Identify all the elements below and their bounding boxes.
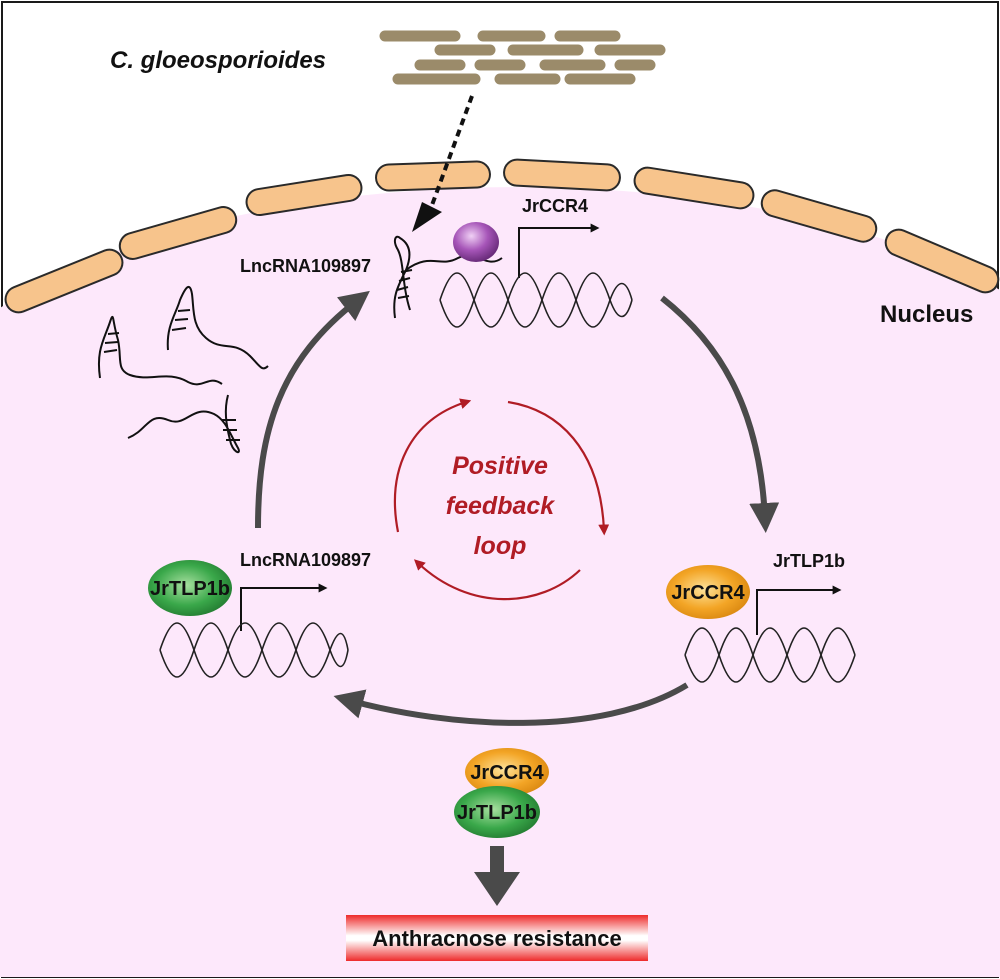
dna-helix-left [159, 622, 349, 678]
regulator-protein-purple [453, 222, 499, 262]
pathogen-label: C. gloeosporioides [110, 47, 326, 74]
jrccr4-protein-right-label: JrCCR4 [671, 582, 745, 604]
nucleus-body [0, 187, 1000, 977]
jrtlp1b-tss-arrow [756, 585, 842, 635]
jrccr4-gene-label: JrCCR4 [522, 196, 588, 216]
jrtlp1b-complex-label: JrTLP1b [457, 802, 537, 824]
outcome-label: Anthracnose resistance [372, 926, 621, 951]
dna-helix-top [439, 272, 633, 328]
positive-feedback-arrows [393, 398, 610, 601]
positive-feedback-label: Positive feedback loop [446, 452, 555, 560]
jrtlp1b-to-lncrna-arrow [255, 290, 370, 529]
infection-arrow [426, 95, 474, 217]
lncrna-to-jrccr4-arrow [660, 295, 780, 533]
jrccr4-to-jrtlp1b-arrow [333, 682, 689, 726]
feedback-line-3: loop [474, 532, 527, 560]
jrtlp1b-protein-left [148, 560, 232, 616]
feedback-line-2: feedback [446, 492, 555, 520]
jrccr4-complex-label: JrCCR4 [470, 762, 544, 784]
lncrna-gene-label: LncRNA109897 [240, 550, 371, 570]
lncrna-top-label: LncRNA109897 [240, 256, 371, 276]
jrtlp1b-protein-complex [454, 786, 540, 838]
resistance-arrow [474, 846, 520, 906]
lncrna-tss-arrow [240, 583, 328, 631]
nuclear-envelope [4, 158, 1000, 314]
regulatory-cycle-arrows [255, 290, 780, 726]
fungal-spores-icon [379, 30, 666, 85]
jrtlp1b-protein-left-label: JrTLP1b [150, 578, 230, 600]
jrtlp1b-gene-label: JrTLP1b [773, 551, 845, 571]
infection-arrowhead [412, 202, 442, 232]
jrccr4-tss-arrow [518, 223, 600, 278]
outcome-box [346, 915, 648, 961]
nucleus-label: Nucleus [880, 301, 973, 328]
jrccr4-protein-right [666, 565, 750, 619]
feedback-line-1: Positive [452, 452, 548, 480]
jrccr4-protein-complex [465, 748, 549, 796]
lncrna-hairpin-top-icon [393, 235, 503, 319]
dna-helix-right [684, 627, 856, 683]
lncrna-molecules-icon [98, 285, 269, 454]
